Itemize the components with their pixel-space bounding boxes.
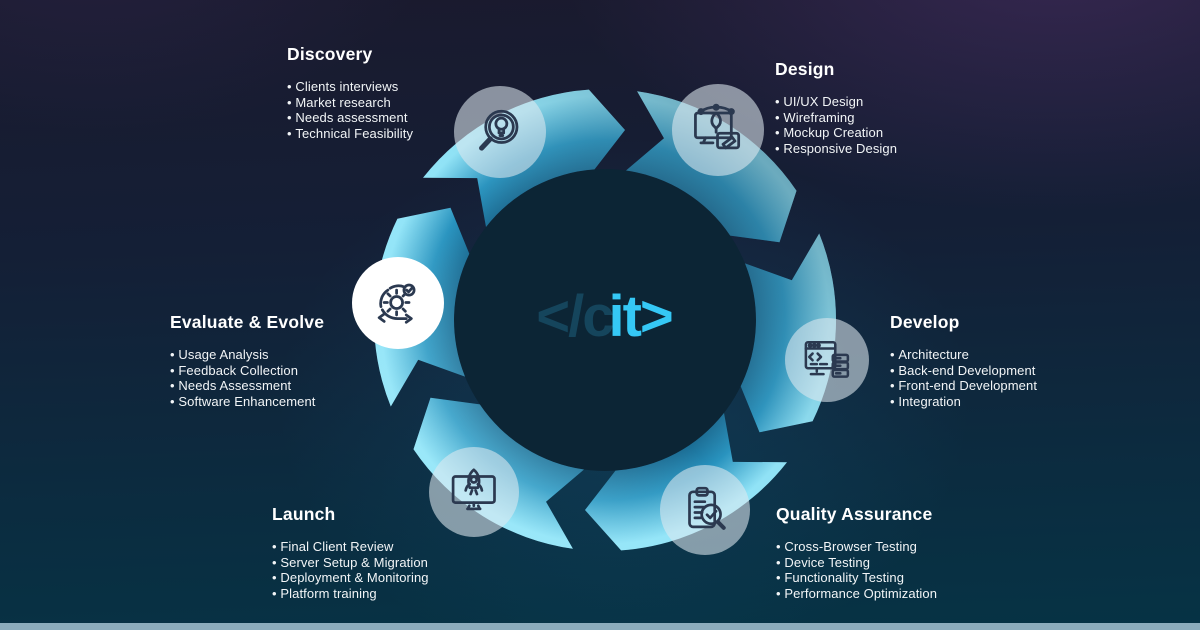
clipboard-check-magnifier-icon <box>688 487 726 531</box>
cycle-inner-disk <box>454 169 756 471</box>
stage-item: Responsive Design <box>775 141 897 157</box>
stage-item: Technical Feasibility <box>287 126 413 142</box>
stage-launch: Launch Final Client Review Server Setup … <box>272 504 429 601</box>
stage-items: Architecture Back-end Development Front-… <box>890 347 1037 409</box>
stage-items: UI/UX Design Wireframing Mockup Creation… <box>775 94 897 156</box>
stage-item: Functionality Testing <box>776 570 937 586</box>
stage-item: Mockup Creation <box>775 125 897 141</box>
it-logo: </cit> <box>504 274 704 360</box>
magnifier-lightbulb-icon <box>478 109 518 151</box>
stage-item: UI/UX Design <box>775 94 897 110</box>
stage-item: Integration <box>890 394 1037 410</box>
stage-item: Back-end Development <box>890 363 1037 379</box>
stage-icon-badge-launch <box>429 447 519 537</box>
code-window-server-icon <box>804 341 850 379</box>
stage-evaluate-evolve: Evaluate & Evolve Usage Analysis Feedbac… <box>170 312 324 409</box>
stage-item: Wireframing <box>775 110 897 126</box>
agile-cycle-gear-icon <box>377 283 416 324</box>
stage-title: Discovery <box>287 44 373 64</box>
stage-item: Needs Assessment <box>170 378 324 394</box>
stage-item: Front-end Development <box>890 378 1037 394</box>
logo-it-text: it> <box>608 284 673 349</box>
stage-quality-assurance: Quality Assurance Cross-Browser Testing … <box>776 504 937 601</box>
stage-title: Launch <box>272 504 336 524</box>
stage-discovery: Discovery Clients interviews Market rese… <box>287 44 413 141</box>
stage-items: Usage Analysis Feedback Collection Needs… <box>170 347 324 409</box>
bottom-accent-bar <box>0 623 1200 630</box>
stage-title: Design <box>775 59 835 79</box>
stage-items: Clients interviews Market research Needs… <box>287 79 413 141</box>
stage-icon-badge-design <box>672 84 764 176</box>
stage-title: Quality Assurance <box>776 504 933 524</box>
stage-icon-badge-discovery <box>454 86 546 178</box>
stage-item: Software Enhancement <box>170 394 324 410</box>
stage-item: Needs assessment <box>287 110 413 126</box>
stage-item: Cross-Browser Testing <box>776 539 937 555</box>
stage-item: Architecture <box>890 347 1037 363</box>
stage-item: Device Testing <box>776 555 937 571</box>
stage-item: Feedback Collection <box>170 363 324 379</box>
monitor-pen-tool-icon <box>693 103 740 149</box>
stage-items: Final Client Review Server Setup & Migra… <box>272 539 429 601</box>
stage-item: Final Client Review <box>272 539 429 555</box>
stage-title: Develop <box>890 312 960 332</box>
stage-design: Design UI/UX Design Wireframing Mockup C… <box>775 59 897 156</box>
stage-item: Usage Analysis <box>170 347 324 363</box>
stage-icon-badge-evaluate-evolve <box>352 257 444 349</box>
stage-title: Evaluate & Evolve <box>170 312 325 332</box>
monitor-rocket-icon <box>451 468 497 511</box>
stage-item: Performance Optimization <box>776 586 937 602</box>
stage-items: Cross-Browser Testing Device Testing Fun… <box>776 539 937 601</box>
stage-icon-badge-develop <box>785 318 869 402</box>
stage-item: Market research <box>287 95 413 111</box>
stage-icon-badge-quality-assurance <box>660 465 750 555</box>
stage-develop: Develop Architecture Back-end Developmen… <box>890 312 1037 409</box>
stage-item: Clients interviews <box>287 79 413 95</box>
stage-item: Platform training <box>272 586 429 602</box>
stage-item: Deployment & Monitoring <box>272 570 429 586</box>
logo-closing-tag-text: </c <box>536 284 614 349</box>
stage-item: Server Setup & Migration <box>272 555 429 571</box>
